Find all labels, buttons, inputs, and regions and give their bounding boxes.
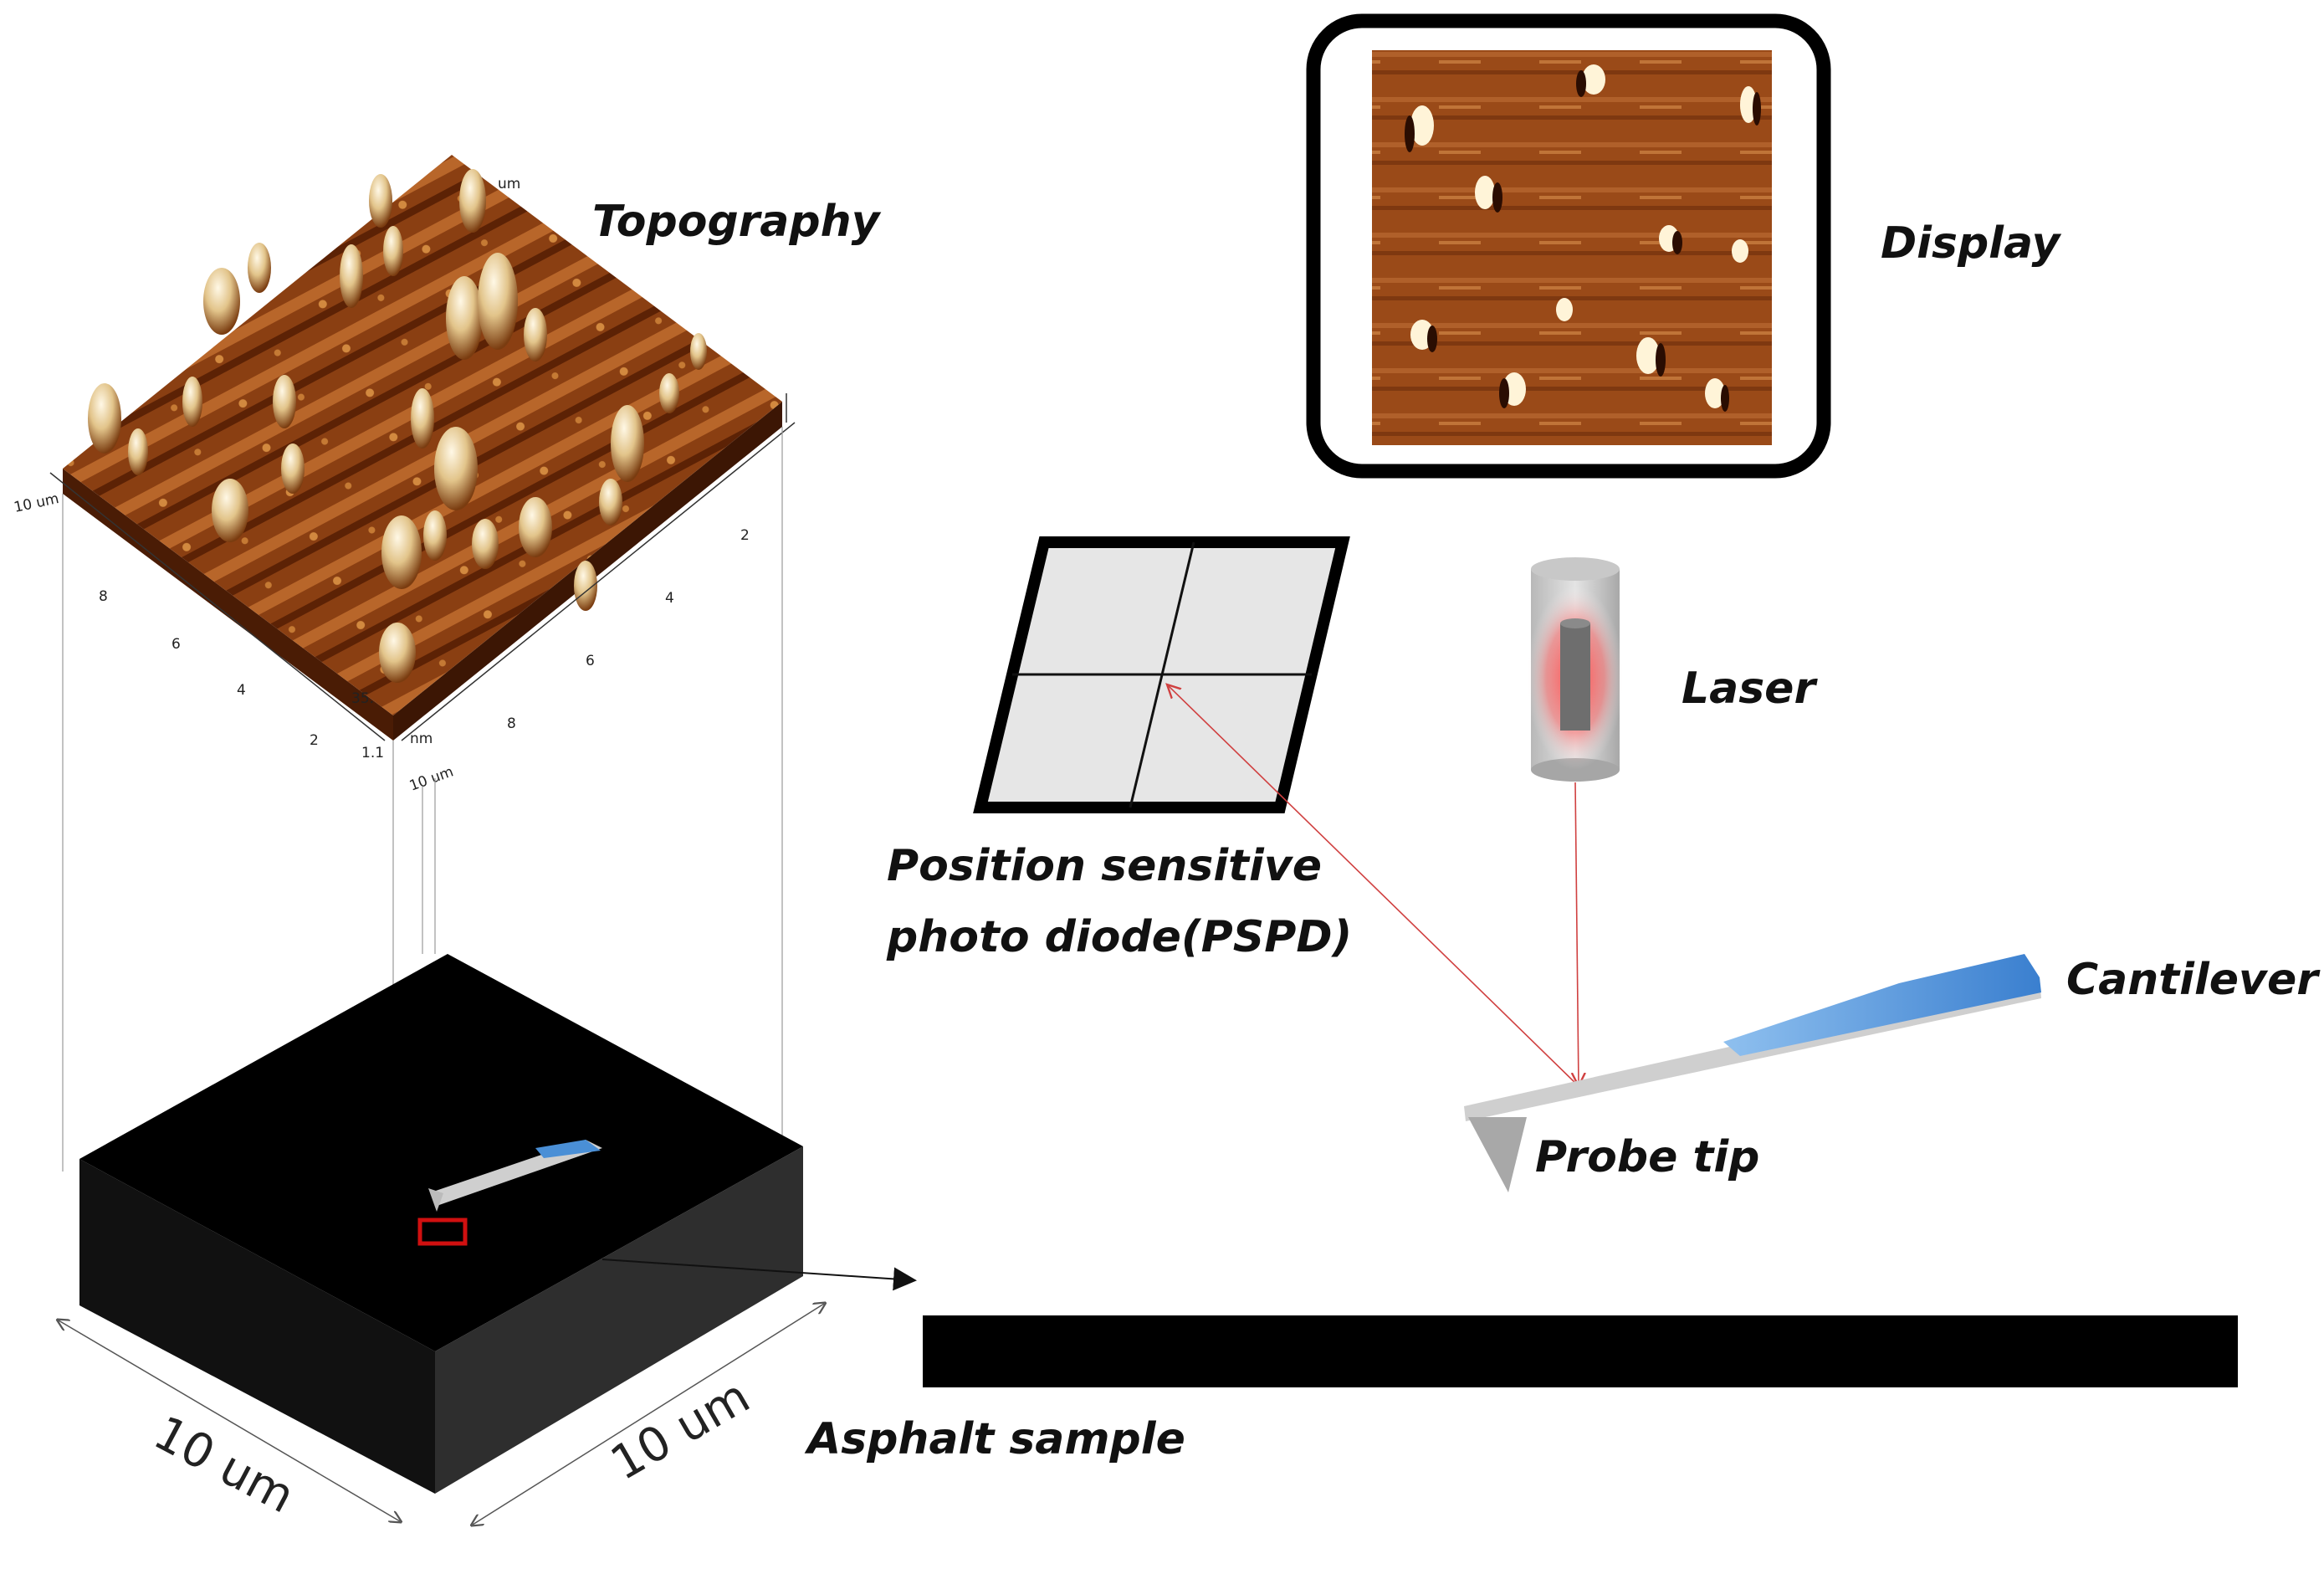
laser-beam-reflected — [1167, 684, 1579, 1087]
pspd-label-line1: Position sensitive — [887, 841, 1322, 891]
laser-source — [1527, 557, 1624, 782]
topography-peaks — [88, 169, 707, 683]
depth-dimension-arrow — [473, 1304, 824, 1525]
display-features — [1405, 64, 1761, 412]
pspd-detector — [973, 536, 1350, 813]
probe-tip — [1468, 1117, 1527, 1192]
tick-left-4: 2 — [310, 732, 319, 749]
depth-dimension-label: 10 um — [602, 1369, 760, 1491]
tick-left-3: 4 — [237, 682, 246, 699]
tick-right-4: 10 um — [407, 763, 456, 794]
display-afm-image — [1372, 50, 1772, 445]
width-dimension-label: 10 um — [145, 1406, 303, 1524]
asphalt-sample-label: Asphalt sample — [804, 1414, 1185, 1464]
laser-beam-incident — [1575, 782, 1579, 1086]
topography-surface — [49, 155, 796, 741]
zoom-arrow — [601, 1259, 917, 1291]
width-dimension-arrow — [59, 1320, 400, 1521]
tick-right-2: 6 — [586, 653, 595, 669]
probe-tip-label: Probe tip — [1535, 1132, 1759, 1182]
tick-left-1: 8 — [99, 588, 108, 605]
tick-right-3: 8 — [507, 715, 516, 732]
topography-z-unit: nm — [410, 731, 433, 747]
cantilever — [1464, 954, 2041, 1192]
display-monitor — [1306, 13, 1831, 479]
tick-right-1: 4 — [665, 590, 674, 607]
tick-left-2: 6 — [171, 636, 181, 653]
cantilever-label: Cantilever — [2066, 955, 2321, 1005]
pspd-label-line2: photo diode(PSPD) — [886, 912, 1352, 962]
asphalt-sample-block — [79, 954, 917, 1494]
topography-label: Topography — [592, 197, 882, 247]
topography-z-min: 1.1 — [361, 745, 384, 761]
tick-left-0: 10 um — [13, 490, 60, 516]
laser-label: Laser — [1682, 664, 1818, 714]
projection-lines — [62, 427, 783, 1172]
asphalt-sample-surface — [923, 1315, 2238, 1387]
topography-top-unit: um — [498, 176, 520, 192]
display-label: Display — [1881, 218, 2061, 269]
topography-z-max: 35. — [351, 690, 374, 707]
tick-right-0: 2 — [740, 527, 750, 544]
mini-probe-tip — [428, 1188, 443, 1212]
scan-region-marker — [417, 1218, 468, 1246]
